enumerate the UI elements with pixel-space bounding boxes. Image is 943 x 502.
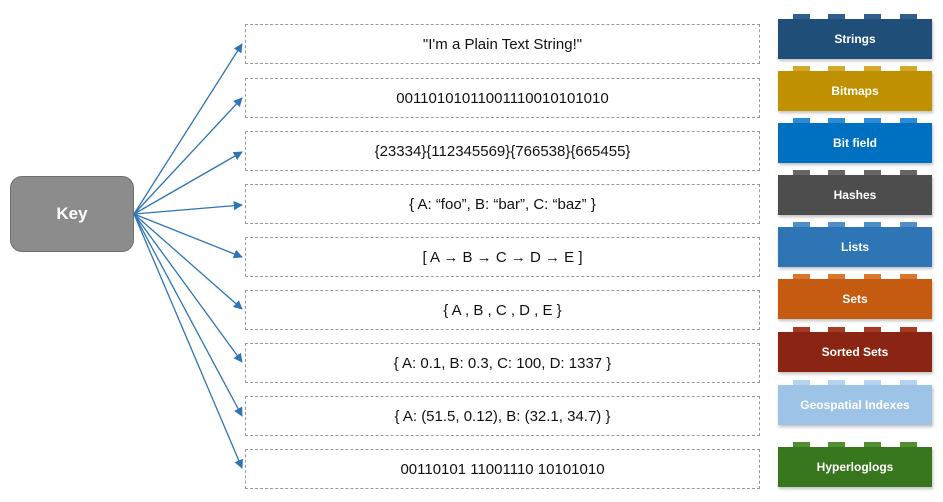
block-stud — [900, 222, 917, 227]
value-box: 00110101 11001110 10101010 — [245, 449, 760, 489]
key-label: Key — [56, 204, 88, 223]
key-to-value-arrow — [133, 213, 243, 259]
data-type-block: Geospatial Indexes — [778, 380, 932, 425]
block-stud — [793, 222, 810, 227]
data-type-block: Lists — [778, 222, 932, 267]
value-text: { A: 0.1, B: 0.3, C: 100, D: 1337 } — [393, 354, 612, 372]
block-stud — [828, 118, 845, 123]
block-stud — [828, 380, 845, 385]
block-stud — [864, 66, 881, 71]
block-stud — [864, 327, 881, 332]
data-type-block: Bit field — [778, 118, 932, 163]
value-text: { A: “foo”, B: “bar”, C: “baz” } — [409, 195, 596, 213]
data-type-label: Sorted Sets — [821, 345, 889, 359]
block-stud — [793, 170, 810, 175]
block-stud — [828, 327, 845, 332]
value-box: "I'm a Plain Text String!" — [245, 24, 760, 64]
value-text: 00110101011001110010101010 — [396, 89, 609, 107]
value-box: { A , B , C , D , E } — [245, 290, 760, 330]
block-stud — [900, 380, 917, 385]
data-type-label: Hashes — [833, 188, 877, 202]
block-stud — [900, 118, 917, 123]
data-type-block: Bitmaps — [778, 66, 932, 111]
block-stud — [828, 170, 845, 175]
value-text: { A , B , C , D , E } — [443, 301, 562, 319]
data-type-label: Strings — [834, 32, 876, 46]
data-type-label: Hyperloglogs — [816, 460, 894, 474]
data-type-block: Sets — [778, 274, 932, 319]
key-to-value-arrow — [133, 43, 243, 215]
value-text: {23334}{112345569}{766538}{665455} — [374, 142, 631, 160]
block-stud — [793, 66, 810, 71]
block-stud — [864, 274, 881, 279]
block-stud — [793, 14, 810, 19]
value-text: 00110101 11001110 10101010 — [400, 460, 605, 478]
key-box: Key — [10, 176, 134, 252]
data-type-block: Hyperloglogs — [778, 442, 932, 487]
data-type-label: Sets — [842, 292, 868, 306]
block-stud — [900, 14, 917, 19]
key-to-value-arrow — [133, 97, 243, 215]
block-stud — [864, 118, 881, 123]
key-to-value-arrow — [133, 201, 243, 215]
key-to-value-arrow — [133, 151, 243, 215]
block-stud — [864, 442, 881, 447]
data-type-label: Lists — [840, 240, 869, 254]
data-type-label: Geospatial Indexes — [800, 398, 910, 412]
data-type-block: Strings — [778, 14, 932, 59]
block-stud — [900, 170, 917, 175]
block-stud — [828, 274, 845, 279]
block-stud — [793, 327, 810, 332]
block-stud — [793, 442, 810, 447]
value-box: { A: 0.1, B: 0.3, C: 100, D: 1337 } — [245, 343, 760, 383]
block-stud — [864, 170, 881, 175]
block-stud — [900, 442, 917, 447]
block-stud — [900, 327, 917, 332]
block-stud — [900, 274, 917, 279]
value-box: [ A → B → C → D → E ] — [245, 237, 760, 277]
data-type-label: Bit field — [833, 136, 877, 150]
block-stud — [864, 222, 881, 227]
key-to-value-arrow — [133, 213, 243, 469]
value-text: [ A → B → C → D → E ] — [422, 248, 583, 266]
block-stud — [793, 118, 810, 123]
block-stud — [828, 14, 845, 19]
key-to-value-arrow — [133, 213, 243, 363]
value-box: 00110101011001110010101010 — [245, 78, 760, 118]
key-to-value-arrow — [133, 213, 243, 310]
block-stud — [828, 442, 845, 447]
block-stud — [793, 274, 810, 279]
data-type-block: Hashes — [778, 170, 932, 215]
block-stud — [900, 66, 917, 71]
data-type-label: Bitmaps — [831, 84, 879, 98]
block-stud — [828, 222, 845, 227]
value-box: { A: “foo”, B: “bar”, C: “baz” } — [245, 184, 760, 224]
value-text: { A: (51.5, 0.12), B: (32.1, 34.7) } — [394, 407, 611, 425]
block-stud — [864, 380, 881, 385]
key-to-value-arrow — [133, 213, 243, 417]
value-text: "I'm a Plain Text String!" — [422, 35, 583, 53]
data-type-block: Sorted Sets — [778, 327, 932, 372]
value-box: { A: (51.5, 0.12), B: (32.1, 34.7) } — [245, 396, 760, 436]
block-stud — [793, 380, 810, 385]
block-stud — [828, 66, 845, 71]
value-box: {23334}{112345569}{766538}{665455} — [245, 131, 760, 171]
block-stud — [864, 14, 881, 19]
